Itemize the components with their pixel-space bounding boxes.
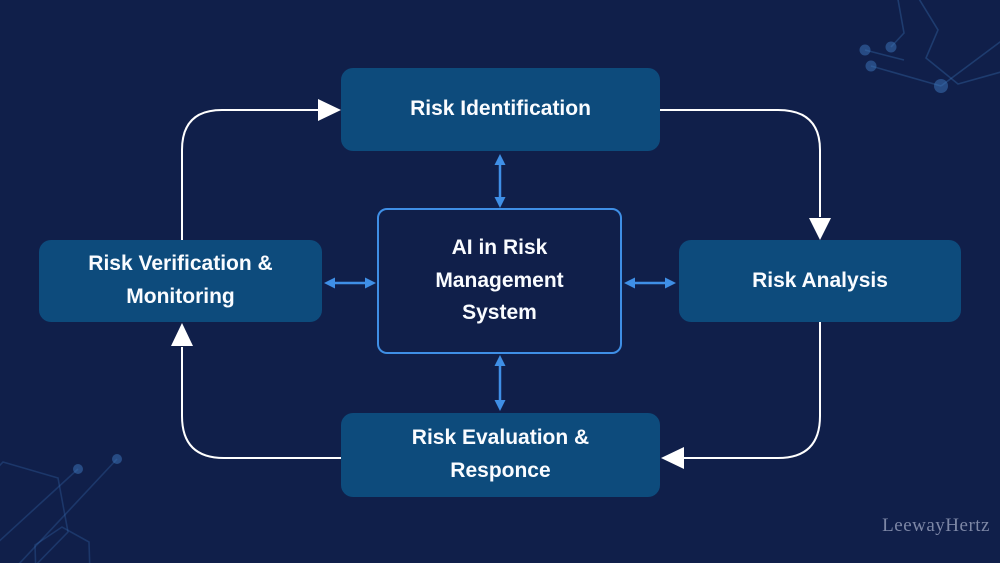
node-risk-evaluation-responce-label: Risk Evaluation & Responce <box>411 426 590 482</box>
outer-cycle-lines <box>181 109 821 459</box>
circuit-pattern-top-right-icon <box>864 0 1000 87</box>
double-arrow-bottom-icon <box>494 355 506 411</box>
node-risk-identification: Risk Identification <box>341 68 660 151</box>
circuit-pattern-bottom-left-icon <box>0 458 118 563</box>
node-risk-analysis-label: Risk Analysis <box>752 268 888 292</box>
center-link-arrows <box>324 154 676 411</box>
double-arrow-top-icon <box>494 154 506 208</box>
double-arrow-left-icon <box>324 277 376 289</box>
arrowhead-down-icon <box>809 218 831 240</box>
outer-cycle-arrowheads <box>171 99 831 469</box>
node-risk-verification-monitoring-label: Risk Verification & Monitoring <box>88 252 273 308</box>
double-arrow-right-icon <box>624 277 676 289</box>
node-risk-evaluation-responce: Risk Evaluation & Responce <box>341 413 660 497</box>
leewayhertz-watermark: LeewayHertz <box>882 515 990 536</box>
node-risk-verification-monitoring: Risk Verification & Monitoring <box>39 240 322 322</box>
node-risk-identification-label: Risk Identification <box>410 97 591 121</box>
arrowhead-left-icon <box>661 447 684 469</box>
connector-verification-to-identification <box>181 109 318 240</box>
circuit-dots-top-right-icon <box>859 41 948 93</box>
node-ai-risk-management-system: AI in Risk Management System <box>377 208 622 354</box>
arrowhead-up-icon <box>171 323 193 346</box>
connector-evaluation-to-verification <box>181 347 341 459</box>
node-risk-analysis: Risk Analysis <box>679 240 961 322</box>
circuit-dots-bottom-left-icon <box>73 454 122 474</box>
connector-identification-to-analysis <box>660 109 821 217</box>
arrowhead-right-icon <box>318 99 341 121</box>
connector-analysis-to-evaluation <box>684 322 821 459</box>
node-ai-risk-management-system-label: AI in Risk Management System <box>435 235 564 325</box>
